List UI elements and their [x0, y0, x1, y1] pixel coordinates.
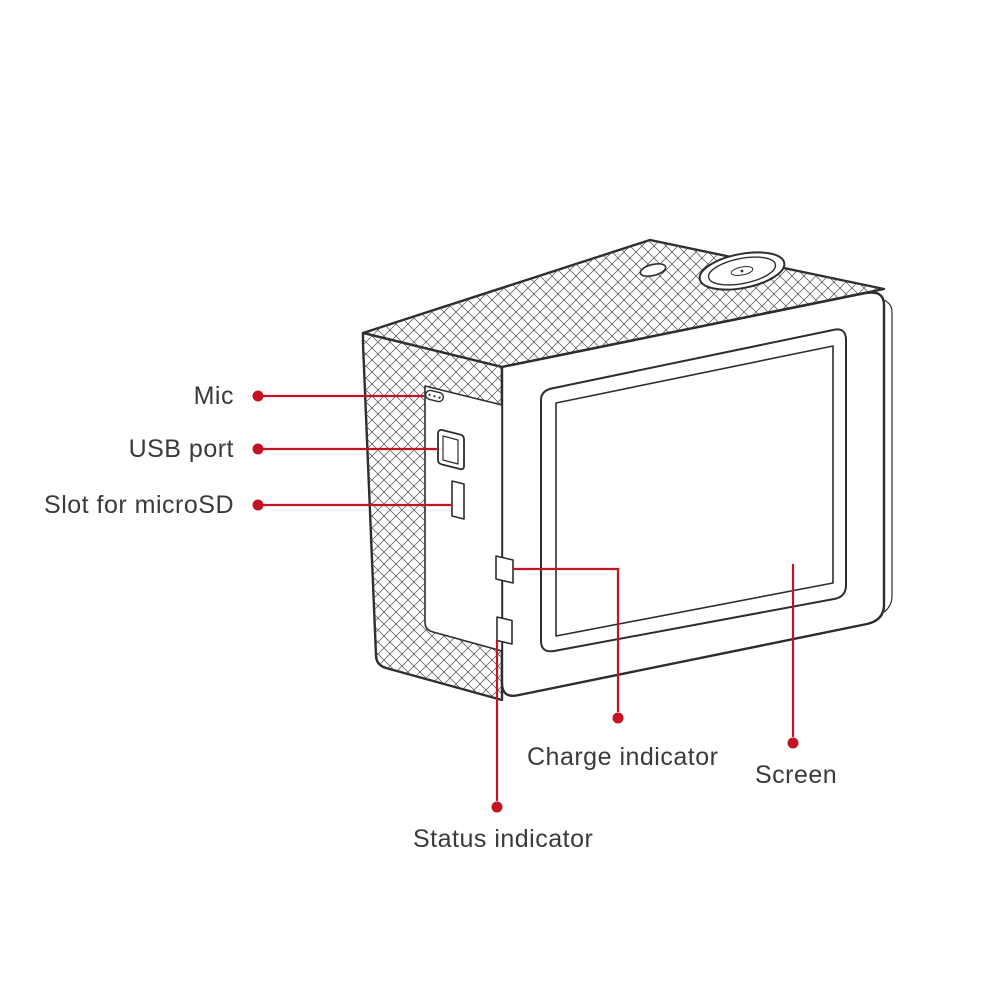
- callouts: [252, 390, 799, 813]
- charge-indicator-light: [495, 555, 514, 584]
- shutter-button-icon: [730, 266, 754, 276]
- label-charge-indicator: Charge indicator: [527, 743, 719, 771]
- top-led: [639, 263, 667, 277]
- charge-indicator-callout-dot: [612, 712, 624, 724]
- usb-port-outer: [437, 429, 465, 471]
- label-usb-port: USB port: [128, 435, 234, 463]
- usb-callout-dot: [252, 443, 264, 455]
- shutter-button: [698, 251, 786, 291]
- microsd-slot: [451, 480, 465, 520]
- mic-hole-1: [428, 393, 431, 396]
- charge-indicator-callout: [513, 567, 624, 724]
- side-door: [424, 385, 503, 652]
- usb-port: [437, 429, 465, 471]
- camera-top-controls: [639, 251, 786, 291]
- label-status-indicator: Status indicator: [413, 825, 594, 853]
- mic-hole-2: [433, 395, 436, 398]
- microsd-callout-dot: [252, 499, 264, 511]
- status-indicator-callout: [491, 640, 503, 813]
- shutter-button-inner: [707, 256, 777, 286]
- usb-callout: [252, 443, 438, 455]
- camera-screen: [555, 345, 834, 637]
- mic-callout: [252, 390, 424, 402]
- usb-port-inner: [442, 435, 459, 465]
- label-microsd-slot: Slot for microSD: [44, 491, 234, 519]
- mic-callout-dot: [252, 390, 264, 402]
- mic-opening: [424, 389, 445, 403]
- right-edge-line: [883, 299, 893, 613]
- microsd-callout: [252, 499, 451, 511]
- mic-holes: [424, 389, 445, 403]
- mic-hole-3: [438, 396, 441, 399]
- screen-callout: [787, 564, 799, 749]
- status-indicator-light: [496, 616, 513, 645]
- label-mic: Mic: [193, 382, 234, 410]
- camera-body: [361, 238, 893, 702]
- status-indicator-callout-dot: [491, 801, 503, 813]
- label-screen: Screen: [755, 761, 838, 789]
- shutter-button-dot: [740, 269, 744, 273]
- charge-indicator-callout-line: [513, 567, 620, 712]
- screen-callout-dot: [787, 737, 799, 749]
